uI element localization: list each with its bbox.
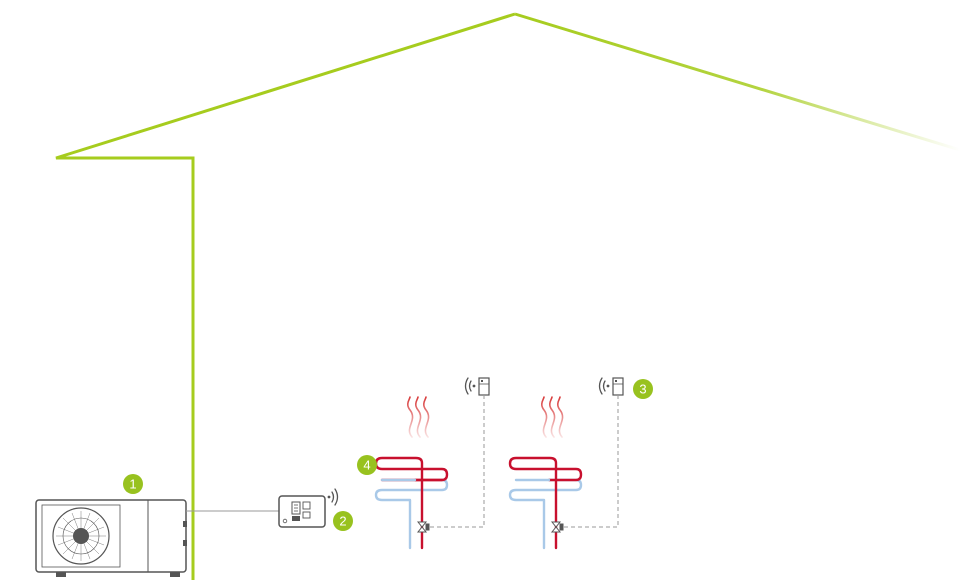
wireless-signal-icon bbox=[598, 377, 610, 395]
house-outline bbox=[55, 12, 960, 580]
heat-pump-icon bbox=[35, 499, 187, 577]
room-thermostat-icon bbox=[478, 377, 490, 396]
wireless-signal-icon bbox=[327, 488, 339, 506]
thermostat-link-dashed bbox=[562, 395, 619, 528]
badge-controller: 2 bbox=[333, 511, 353, 531]
wireless-controller-icon bbox=[278, 495, 326, 528]
radiator-coil-icon bbox=[374, 456, 449, 550]
heat-waves-icon bbox=[541, 396, 564, 438]
house-left-wall bbox=[55, 12, 516, 580]
svg-text:3: 3 bbox=[639, 382, 646, 397]
thermostat-link-dashed bbox=[428, 395, 485, 528]
svg-text:2: 2 bbox=[339, 514, 346, 529]
house-roof-right bbox=[514, 12, 960, 152]
badge-room-thermostat: 3 bbox=[633, 379, 653, 399]
thermostatic-valve-icon bbox=[416, 521, 430, 533]
wireless-signal-icon bbox=[464, 377, 476, 395]
heat-waves-icon bbox=[407, 396, 430, 438]
svg-text:4: 4 bbox=[363, 458, 370, 473]
badge-heat-pump: 1 bbox=[123, 474, 143, 494]
thermostatic-valve-icon bbox=[550, 521, 564, 533]
room-thermostat-icon bbox=[612, 377, 624, 396]
badge-radiator: 4 bbox=[357, 455, 377, 475]
svg-text:1: 1 bbox=[129, 477, 136, 492]
radiator-coil-icon bbox=[508, 456, 583, 550]
